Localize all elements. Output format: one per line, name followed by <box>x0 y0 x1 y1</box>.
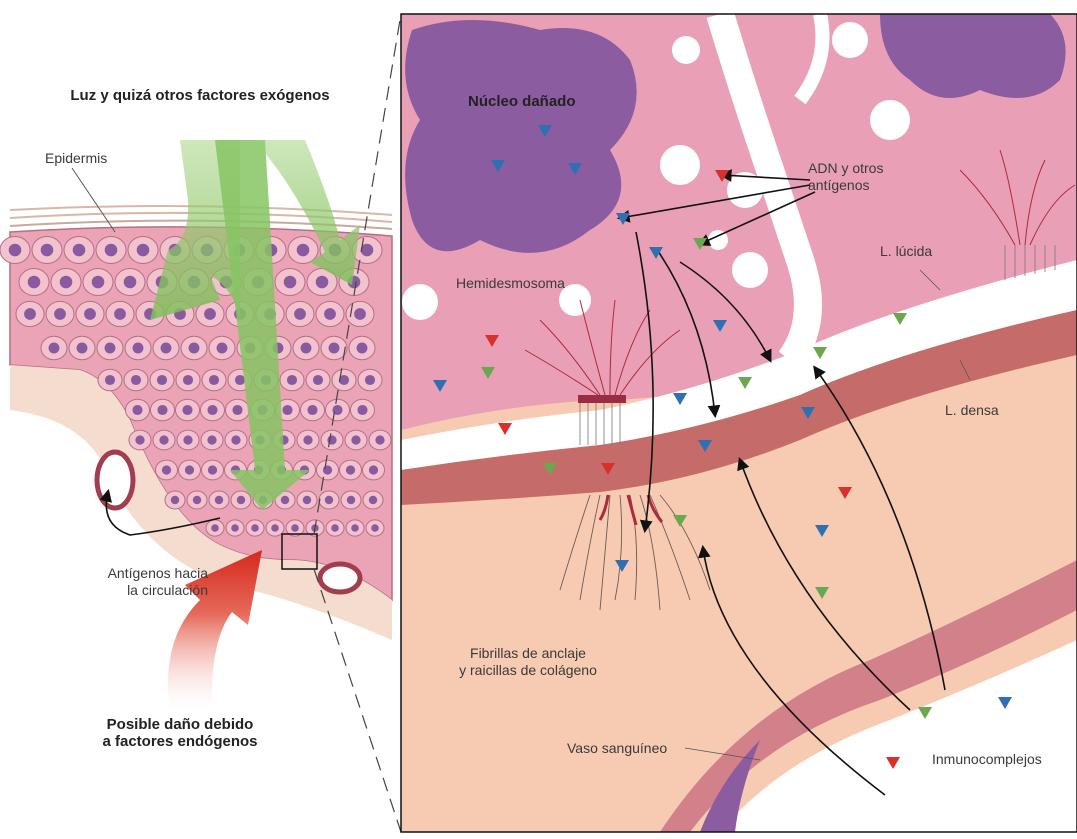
zoom-panel <box>401 14 1077 832</box>
label-exogenous: Luz y quizá otros factores exógenos <box>20 87 380 104</box>
label-fibrils: Fibrillas de anclaje y raicillas de colá… <box>418 645 638 679</box>
label-lamina-lucida: L. lúcida <box>880 243 932 260</box>
label-dna-antigens: ADN y otros antígenos <box>808 160 883 194</box>
label-blood-vessel: Vaso sanguíneo <box>567 740 667 757</box>
vessel-left-2 <box>320 564 360 592</box>
vessel-left <box>97 452 133 508</box>
label-antigens-circulation: Antígenos hacia la circulación <box>40 565 208 599</box>
damaged-nucleus <box>405 20 637 253</box>
label-immunocomplexes: Inmunocomplejos <box>932 751 1042 768</box>
label-lamina-densa: L. densa <box>945 402 999 419</box>
label-endogenous: Posible daño debido a factores endógenos <box>65 716 295 750</box>
label-epidermis: Epidermis <box>45 150 107 167</box>
label-hemidesmosome: Hemidesmosoma <box>456 275 565 292</box>
left-skin-section <box>0 14 401 832</box>
label-damaged-nucleus: Núcleo dañado <box>468 93 576 110</box>
